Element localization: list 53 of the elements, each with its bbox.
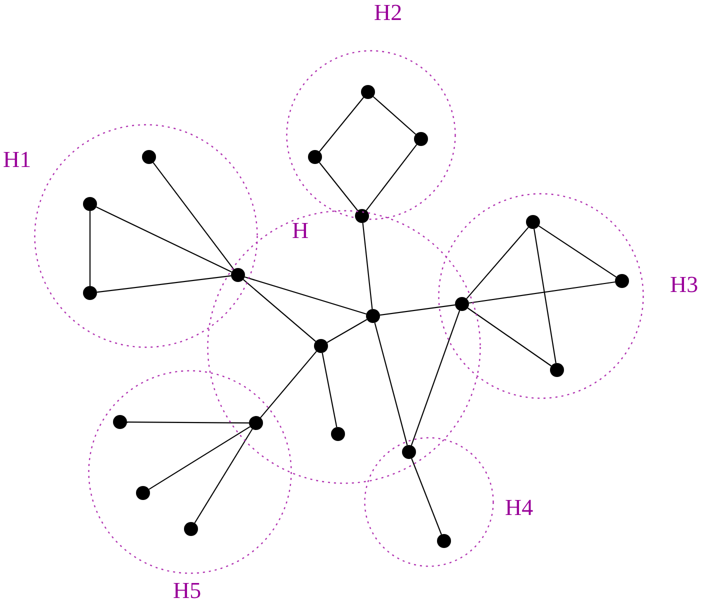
edge-line (89, 211, 91, 286)
edge-line (322, 352, 338, 428)
vertex-dot (615, 274, 629, 288)
vertex-dot (361, 85, 375, 99)
edge-line (326, 319, 368, 343)
edge-line (260, 350, 317, 418)
cluster-label: H3 (670, 273, 698, 296)
vertex-dot (331, 427, 345, 441)
vertex-dot (455, 297, 469, 311)
edge-line (244, 276, 366, 315)
edge-line (372, 96, 416, 135)
cluster-label: H1 (3, 148, 32, 171)
vertex-dot (366, 309, 380, 323)
edge-line (152, 162, 234, 270)
cluster-label: H (292, 219, 309, 242)
vertex-dot (402, 445, 416, 459)
vertex-dot (308, 150, 322, 164)
edge-line (380, 304, 456, 316)
edge-line (466, 226, 529, 300)
cluster-label: H2 (374, 1, 402, 24)
edge-line (96, 206, 232, 272)
vertex-dot (83, 286, 97, 300)
vertex-dot (437, 534, 451, 548)
edge-line (374, 322, 408, 446)
edge-line (467, 308, 552, 366)
edge-line (366, 144, 418, 211)
vertex-dot (142, 150, 156, 164)
edge-line (534, 228, 556, 364)
edge-line (96, 275, 232, 293)
vertex-dot (184, 522, 198, 536)
vertex-dot (550, 363, 564, 377)
edge-line (362, 222, 373, 310)
edge-line (127, 422, 249, 424)
edge-line (148, 426, 250, 490)
edge-line (410, 310, 460, 446)
edge-line (538, 225, 616, 278)
vertex-dot (314, 339, 328, 353)
vertex-dot (231, 268, 245, 282)
vertex-dot (113, 415, 127, 429)
edge-line (242, 279, 316, 342)
edge-line (194, 428, 253, 524)
cluster-label: H4 (505, 496, 534, 519)
vertex-dot (526, 215, 540, 229)
edge-line (318, 162, 358, 211)
edge-line (411, 458, 442, 535)
vertex-dot (136, 486, 150, 500)
edge-line (318, 97, 364, 152)
cluster-label: H5 (173, 579, 202, 602)
edge-line (468, 281, 616, 304)
vertex-dot (249, 416, 263, 430)
vertex-dot (414, 132, 428, 146)
vertex-dot (355, 209, 369, 223)
vertex-dot (83, 197, 97, 211)
